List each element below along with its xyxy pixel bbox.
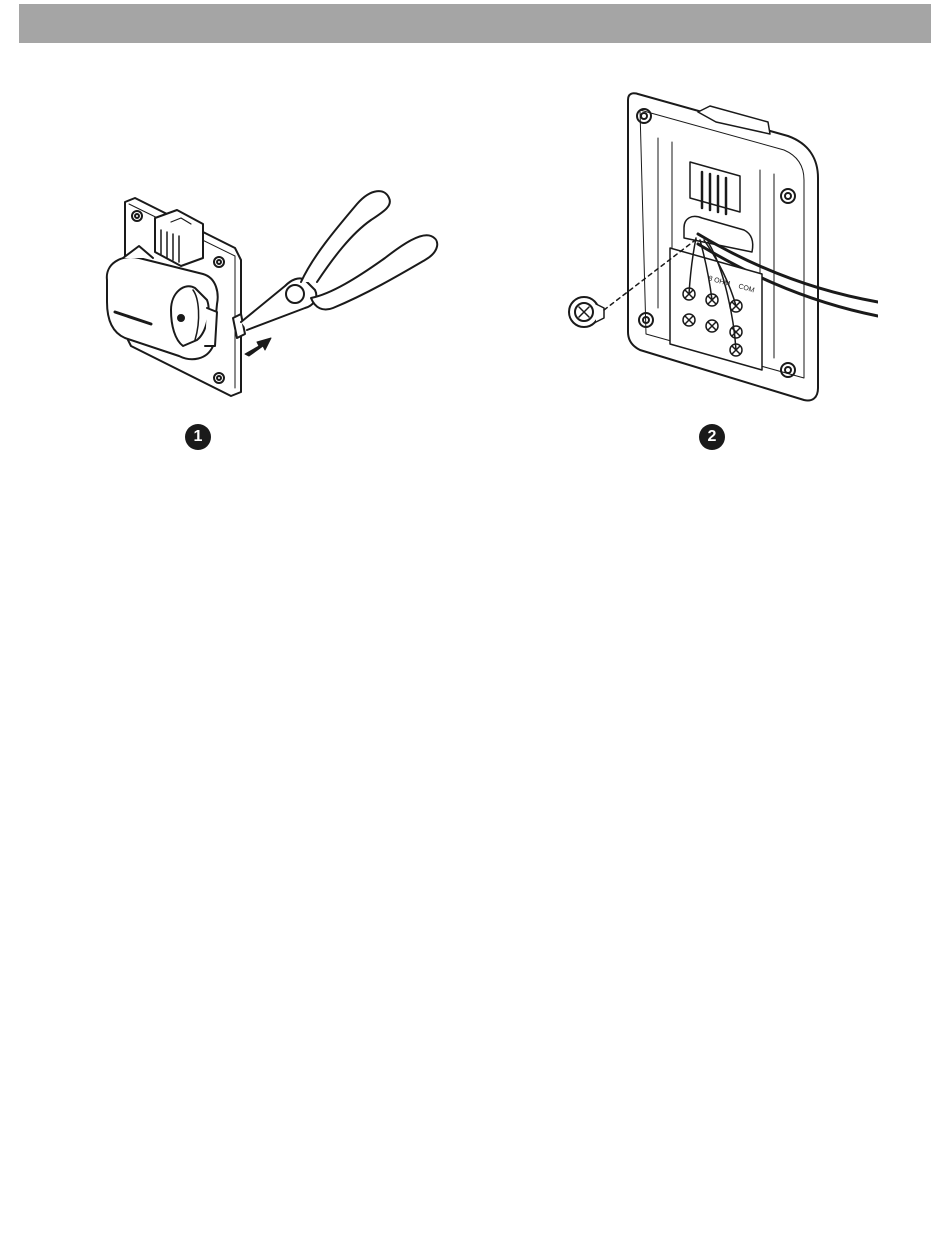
section-header-bar bbox=[19, 4, 931, 43]
wall-plate-wiring-illustration: 8 OHM COM bbox=[548, 88, 878, 408]
step-number-badge-1: 1 bbox=[185, 424, 211, 450]
figure-step-1 bbox=[95, 170, 455, 410]
figure-step-2: 8 OHM COM bbox=[548, 88, 878, 408]
step-number-badge-2: 2 bbox=[699, 424, 725, 450]
pliers-removing-tab-illustration bbox=[95, 170, 455, 410]
